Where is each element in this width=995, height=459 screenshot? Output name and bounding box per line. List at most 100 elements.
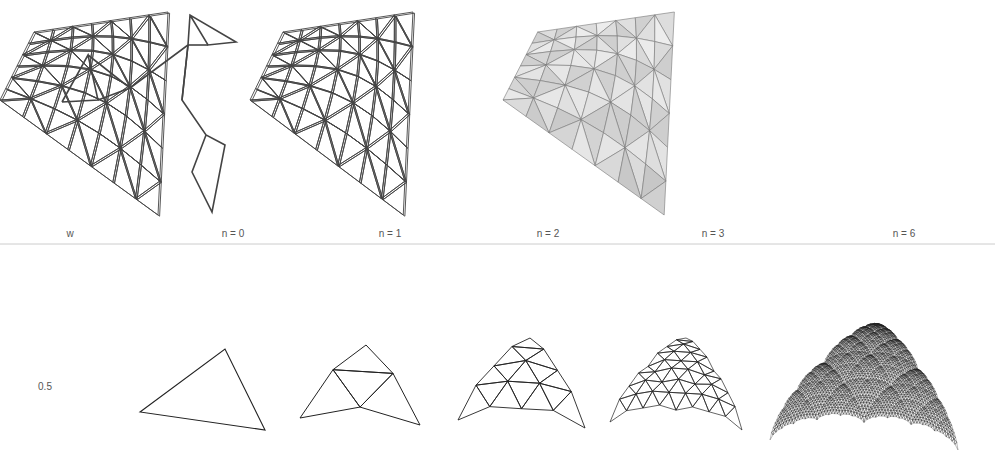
triangle-edge	[806, 412, 809, 415]
triangle-edge	[810, 381, 813, 383]
triangle-edge	[775, 424, 778, 429]
triangle-edge	[839, 382, 842, 385]
triangle-edge	[810, 411, 813, 414]
triangle-edge	[833, 410, 836, 414]
triangle-edge	[830, 388, 833, 390]
triangle-edge	[844, 392, 847, 394]
triangle-edge	[806, 377, 809, 380]
triangle-edge	[808, 398, 811, 402]
triangle-edge	[620, 386, 637, 399]
triangle-edge	[810, 414, 813, 418]
triangle-edge	[698, 362, 715, 375]
triangle-edge	[837, 376, 840, 377]
triangle-edge	[838, 347, 841, 348]
mesh-bar	[339, 149, 367, 183]
triangle-edge	[796, 406, 799, 409]
triangle-edge	[691, 352, 708, 361]
triangle-edge	[799, 384, 802, 387]
skeleton-bar	[182, 45, 225, 212]
triangle-edge	[845, 408, 848, 411]
triangle-edge	[801, 386, 804, 389]
mesh-bar	[107, 103, 127, 149]
triangle-edge	[639, 372, 656, 380]
triangle-edge	[833, 407, 836, 410]
triangle-edge	[672, 368, 689, 379]
triangle-edge	[793, 396, 796, 399]
triangle-edge	[508, 381, 540, 409]
mesh-bar	[383, 182, 407, 216]
triangle-edge	[851, 406, 854, 409]
triangle-edge	[140, 349, 265, 430]
triangle-edge	[789, 420, 792, 424]
triangle-edge	[818, 367, 821, 368]
triangle-edge	[812, 411, 815, 414]
triangle-edge	[821, 365, 824, 366]
triangle-edge	[490, 381, 522, 409]
triangle-edge	[847, 347, 850, 349]
triangle-edge	[830, 410, 833, 414]
triangle-edge	[800, 398, 803, 400]
triangle-edge	[788, 399, 791, 402]
mesh-bar	[326, 121, 347, 167]
triangle-edge	[787, 407, 790, 411]
triangle-edge	[655, 360, 672, 372]
triangle-edge	[508, 360, 540, 383]
mesh-bar	[17, 55, 42, 66]
triangle-edge	[674, 351, 691, 361]
triangle-edge	[835, 407, 838, 410]
triangle-edge	[817, 397, 820, 399]
triangle-edge	[853, 341, 856, 342]
mesh-bar	[252, 99, 281, 117]
triangle-edge	[861, 416, 864, 422]
triangle-edge	[808, 405, 811, 407]
triangle-edge	[823, 371, 826, 373]
triangle-edge	[679, 379, 696, 393]
triangle-edge	[824, 388, 827, 390]
triangle-edge	[792, 395, 795, 398]
triangle-edge	[813, 382, 816, 384]
mesh-bar	[354, 103, 373, 149]
triangle-edge	[816, 373, 819, 376]
mesh-bar	[2, 99, 32, 117]
triangle-edge	[648, 353, 665, 366]
triangle-edge	[858, 346, 861, 347]
triangle-edge	[848, 337, 851, 338]
triangle-edge	[823, 396, 826, 398]
triangle-edge	[838, 392, 841, 394]
triangle-edge	[839, 407, 842, 410]
triangle-edge	[854, 412, 857, 416]
triangle-edge	[862, 328, 865, 329]
triangle-edge	[785, 402, 788, 405]
triangle-edge	[360, 373, 420, 425]
wire-mesh	[0, 12, 170, 216]
triangle-edge	[821, 384, 824, 386]
triangle-edge	[784, 412, 787, 414]
triangle-edge	[831, 400, 834, 402]
mesh-bar	[320, 37, 342, 52]
triangle-edge	[726, 407, 743, 430]
triangle-edge	[540, 370, 572, 391]
triangle-edge	[833, 350, 836, 353]
triangle-edge	[849, 402, 852, 404]
triangle-edge	[837, 399, 840, 402]
triangle-edge	[861, 349, 864, 351]
triangle-edge	[820, 375, 823, 377]
skeleton-bar	[130, 15, 236, 88]
triangle-edge	[855, 349, 858, 351]
triangle-edge	[779, 418, 782, 423]
subdivided-triangle	[610, 338, 742, 430]
triangle-edge	[840, 399, 843, 402]
triangle-edge	[843, 400, 846, 403]
mesh-bar	[141, 132, 161, 183]
triangle-edge	[850, 344, 853, 345]
triangle-edge	[816, 407, 819, 411]
triangle-edge	[829, 354, 832, 357]
triangle-edge	[810, 399, 813, 403]
triangle-edge	[815, 393, 818, 396]
triangle-edge	[841, 344, 844, 347]
triangle-edge	[820, 395, 823, 397]
skeleton-bar	[182, 45, 188, 100]
triangle-edge	[825, 411, 828, 415]
triangle-edge	[810, 386, 813, 388]
triangle-edge	[811, 374, 814, 375]
